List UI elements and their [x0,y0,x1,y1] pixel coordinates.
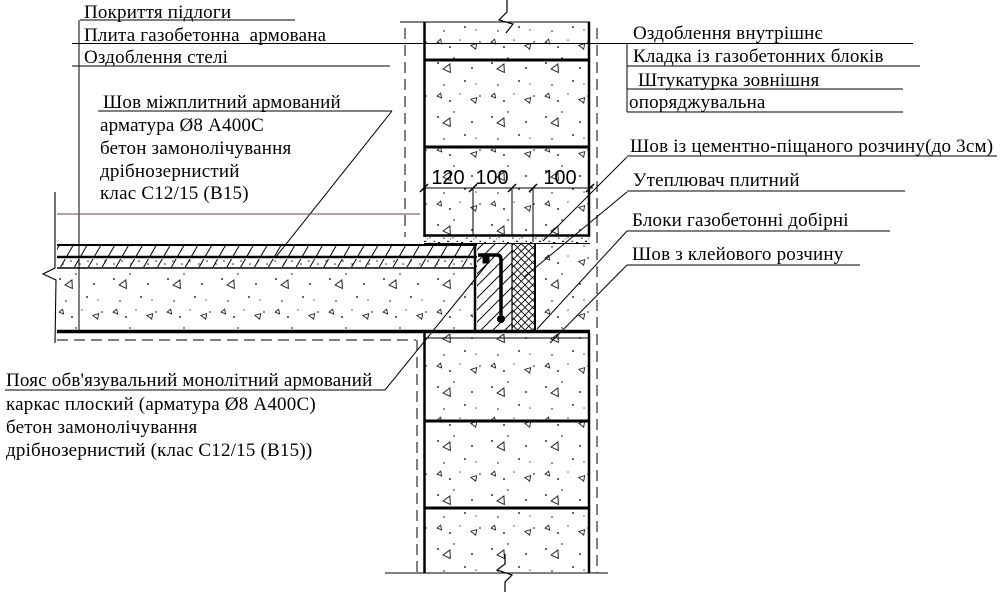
slab-body [57,269,473,331]
cement-joint-leader [542,156,628,242]
rebar-section-square [482,256,490,264]
label-exterior-plaster: Штукатурка зовнішня [638,70,820,91]
label-masonry: Кладка із газобетонних блоків [633,46,884,67]
label-cement-joint: Шов із цементно-піщаного розчину(до 3см) [630,136,994,157]
label-gap-blocks: Блоки газобетонні добірні [632,210,849,231]
dim-tick [419,183,429,193]
break-mark-top [497,0,515,34]
label-ring-beam-1: Пояс обв'язувальний монолітний армований [6,370,373,391]
dimension-100-a: 100 [475,167,509,189]
interslab-joint-leader [274,110,393,259]
lower-wall-blocks [424,334,590,573]
break-mark-bottom [495,554,514,592]
label-ring-beam-3: бетон замонолічування [6,417,198,438]
insulation-and-blocks [511,243,589,332]
label-ceiling-finish: Оздоблення стелі [84,47,229,68]
dimension-line [419,183,595,242]
label-interslab-joint-3: бетон замонолічування [100,138,292,159]
label-interslab-joint-2: арматура Ø8 А400С [100,115,264,136]
label-exterior-plaster-2: опоряджувальна [629,92,766,113]
ring-beam-leader [384,262,489,391]
dimension-100-b: 100 [543,167,577,189]
floor-covering-hatch [57,246,477,256]
label-interior-finish: Оздоблення внутрішнє [633,23,823,44]
leader-lines [5,19,997,391]
insulation-board [512,243,535,332]
label-floor-covering: Покриття підлоги [84,2,232,23]
glue-joint-leader [549,264,628,344]
label-glue-joint: Шов з клейового розчину [632,244,844,265]
label-interslab-joint-1: Шов міжплитний армований [103,92,341,113]
label-interslab-joint-4: дрібнозернистий [100,161,240,182]
lower-wall [385,333,608,592]
dim-tick [468,183,478,193]
floor-slab-assembly [41,192,477,344]
rebar-cage [478,253,503,315]
dimension-120: 120 [431,167,465,189]
rebar-end-dot [497,315,505,323]
gap-filler-blocks [536,243,589,331]
break-mark-slab [41,192,57,344]
ring-beam [477,243,512,332]
screed-dots [57,259,477,267]
label-slab: Плита газобетонна армована [84,25,327,46]
label-interslab-joint-5: клас С12/15 (В15) [100,183,249,204]
upper-wall-blocks [424,22,590,236]
dim-tick [507,183,517,193]
insulation-leader [523,191,628,278]
dim-tick [585,183,595,193]
label-ring-beam-4: дрібнозернистий (клас С12/15 (В15)) [6,440,313,461]
label-insulation: Утеплювач плитний [633,170,800,191]
gap-blocks-leader [536,230,628,330]
dim-tick [528,183,538,193]
label-ring-beam-2: каркас плоский (арматура Ø8 А400С) [6,394,316,415]
upper-wall [400,0,598,573]
